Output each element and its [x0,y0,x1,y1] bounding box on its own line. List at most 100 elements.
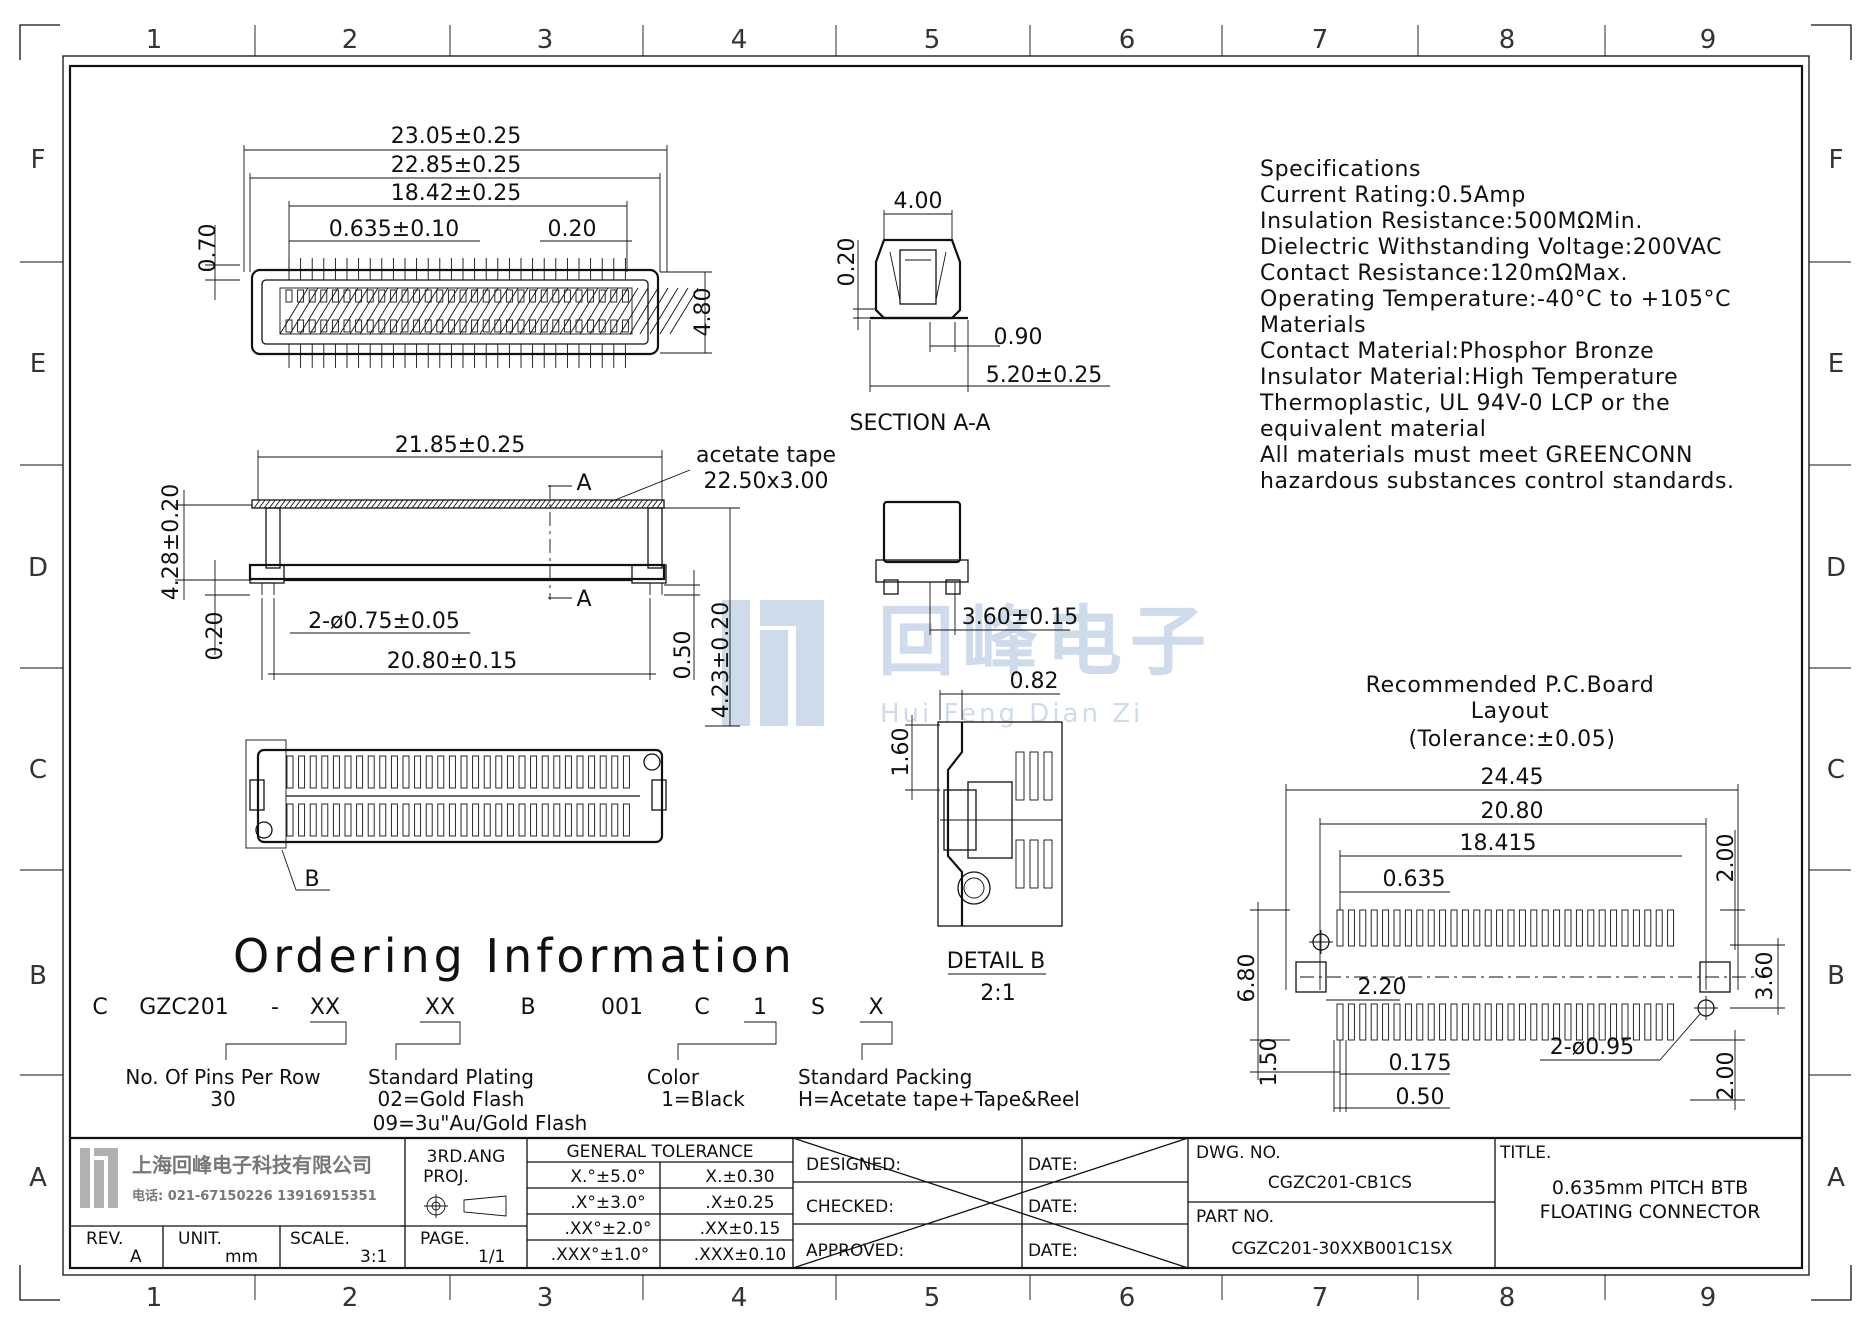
bottom-view: B [245,739,667,892]
contact-pin [344,755,352,789]
contact-pin [553,755,561,789]
hatch-line [605,499,613,509]
dim-post-diameter: 2-ø0.75±0.05 [308,609,460,634]
projection-label: 3RD.ANG [427,1147,506,1167]
dim-section-height: 5.20±0.25 [986,363,1102,388]
plating-option: 09=3u"Au/Gold Flash [373,1111,588,1135]
pcb-pad [1587,909,1595,947]
hatch-line [579,287,609,335]
hatch-line [329,287,359,335]
zone-row-A: A [29,1163,47,1193]
zone-col-8-bottom: 8 [1499,1283,1516,1313]
ordering-information: Ordering Information C GZC201 - XX XX B … [92,929,1080,1135]
hatch-line [610,499,618,509]
pcb-pad [1553,1003,1561,1041]
hatch-line [442,499,450,509]
contact-pad [436,289,444,303]
contact-pin [332,755,340,789]
packing-label: Standard Packing [798,1065,972,1089]
dim-post-height: 0.20 [203,612,228,661]
contact-pad [575,319,583,333]
hatch-line [554,499,562,509]
contact-pad [320,319,328,333]
hatch-line [519,287,549,335]
contact-pad [424,289,432,303]
zone-row-A-right: A [1827,1163,1845,1193]
projection-symbol-icon [424,1194,507,1218]
hatch-line [539,287,569,335]
hatch-line [350,499,358,509]
hatch-line [498,499,506,509]
zone-row-B-right: B [1827,961,1845,991]
hatch-line [294,499,302,509]
zone-col-8: 8 [1499,25,1516,55]
hatch-line [355,499,363,509]
dim-pcb-post-pad: 2.20 [1358,975,1407,1000]
tolerance-angle: .XXX°±1.0° [551,1245,650,1265]
packing-option: H=Acetate tape+Tape&Reel [798,1087,1080,1111]
section-a-a: 4.00 0.20 0.90 5.20±0.25 SECTION A-A [835,189,1110,436]
zone-row-C: C [29,755,47,785]
contact-pad [598,289,606,303]
dim-detail-pin: 0.82 [1010,669,1059,694]
hatch-line [564,499,572,509]
hatch-line [646,499,654,509]
contact-pad [331,319,339,333]
contact-pin [1043,839,1053,889]
hatch-line [659,287,689,335]
contact-pad [331,289,339,303]
dim-pin-span: 18.42±0.25 [391,181,521,206]
hatch-line [386,499,393,509]
contact-pad [587,289,595,303]
contact-pad [529,289,537,303]
hatch-line [274,499,281,509]
pcb-pad [1667,909,1675,947]
contact-pad [459,289,467,303]
hatch-line [399,287,429,335]
contact-pin [599,755,607,789]
contact-pad [587,319,595,333]
tape-size: 22.50x3.00 [704,469,829,494]
contact-pad [378,319,386,333]
specifications: Specifications Current Rating:0.5Amp Ins… [1259,157,1735,494]
page-label: PAGE. [420,1229,470,1249]
contact-pin [344,803,352,837]
pcb-pad [1393,909,1401,947]
pcb-pad [1336,909,1344,947]
dim-pin-width: 0.20 [548,217,597,242]
pcb-pad [1621,1003,1629,1041]
code-type: B [520,995,535,1020]
hatch-line [263,499,271,509]
spec-line: Materials [1260,313,1366,338]
pcb-pad [1553,909,1561,947]
contact-pin [437,803,445,837]
hatch-line [620,499,628,509]
pcb-pad [1427,1003,1435,1041]
contact-pin [1029,751,1039,801]
hatch-line [309,499,317,509]
pcb-tolerance: (Tolerance:±0.05) [1408,727,1615,752]
spec-line: equivalent material [1260,417,1487,442]
zone-col-2: 2 [342,25,359,55]
pcb-pad [1587,1003,1595,1041]
contact-pin [286,803,294,837]
tolerance-angle: .XX°±2.0° [565,1219,652,1239]
contact-pin [1015,751,1025,801]
dim-pcb-pad-width: 0.50 [1396,1085,1445,1110]
contact-pad [401,289,409,303]
code-pins: XX [310,995,340,1020]
pcb-pad [1439,909,1447,947]
hatch-line [427,499,434,509]
spec-line: Current Rating:0.5Amp [1260,183,1526,208]
hatch-line [345,499,353,509]
spec-line: hazardous substances control standards. [1260,469,1735,494]
contact-pad [285,289,293,303]
page-value: 1/1 [478,1247,505,1267]
zone-col-5-bottom: 5 [924,1283,941,1313]
dim-detail-height: 1.60 [889,728,914,777]
hatch-line [529,287,559,335]
cut-label-bottom: A [576,587,591,612]
contact-pin [356,755,364,789]
hatch-line [289,499,297,509]
